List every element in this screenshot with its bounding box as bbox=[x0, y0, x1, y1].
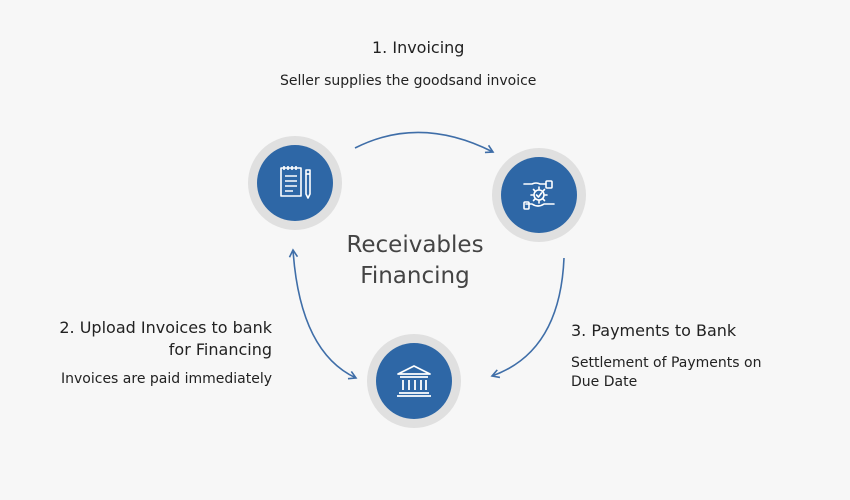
node-payments bbox=[492, 148, 586, 242]
arrow-invoicing-to-payments bbox=[354, 131, 495, 154]
arrow-payments-to-bank bbox=[490, 257, 565, 379]
bank-building-icon bbox=[397, 365, 431, 397]
step-payments-title: 3. Payments to Bank bbox=[571, 321, 737, 340]
step-payments-block: 3. Payments to Bank Settlement of Paymen… bbox=[571, 320, 761, 392]
invoice-document-icon bbox=[280, 166, 311, 199]
step-upload-desc: Invoices are paid immediately bbox=[61, 371, 272, 387]
step-upload-title-line2: for Financing bbox=[168, 340, 272, 359]
step-upload-title-line1: 2. Upload Invoices to bank bbox=[59, 318, 272, 337]
hand-settlement-icon bbox=[523, 180, 555, 210]
step-upload-block: 2. Upload Invoices to bank for Financing… bbox=[14, 317, 272, 387]
arrow-bank-invoicing-bidirectional bbox=[288, 248, 358, 380]
node-invoicing bbox=[248, 136, 342, 230]
node-bank bbox=[367, 334, 461, 428]
step-invoicing-desc: Seller supplies the goodsand invoice bbox=[280, 73, 537, 89]
diagram-title: Receivables Financing bbox=[346, 232, 484, 289]
step-payments-desc-line1: Settlement of Payments on bbox=[571, 355, 762, 371]
step-payments-desc-line2: Due Date bbox=[571, 374, 638, 390]
step-invoicing-title: 1. Invoicing bbox=[372, 38, 465, 57]
